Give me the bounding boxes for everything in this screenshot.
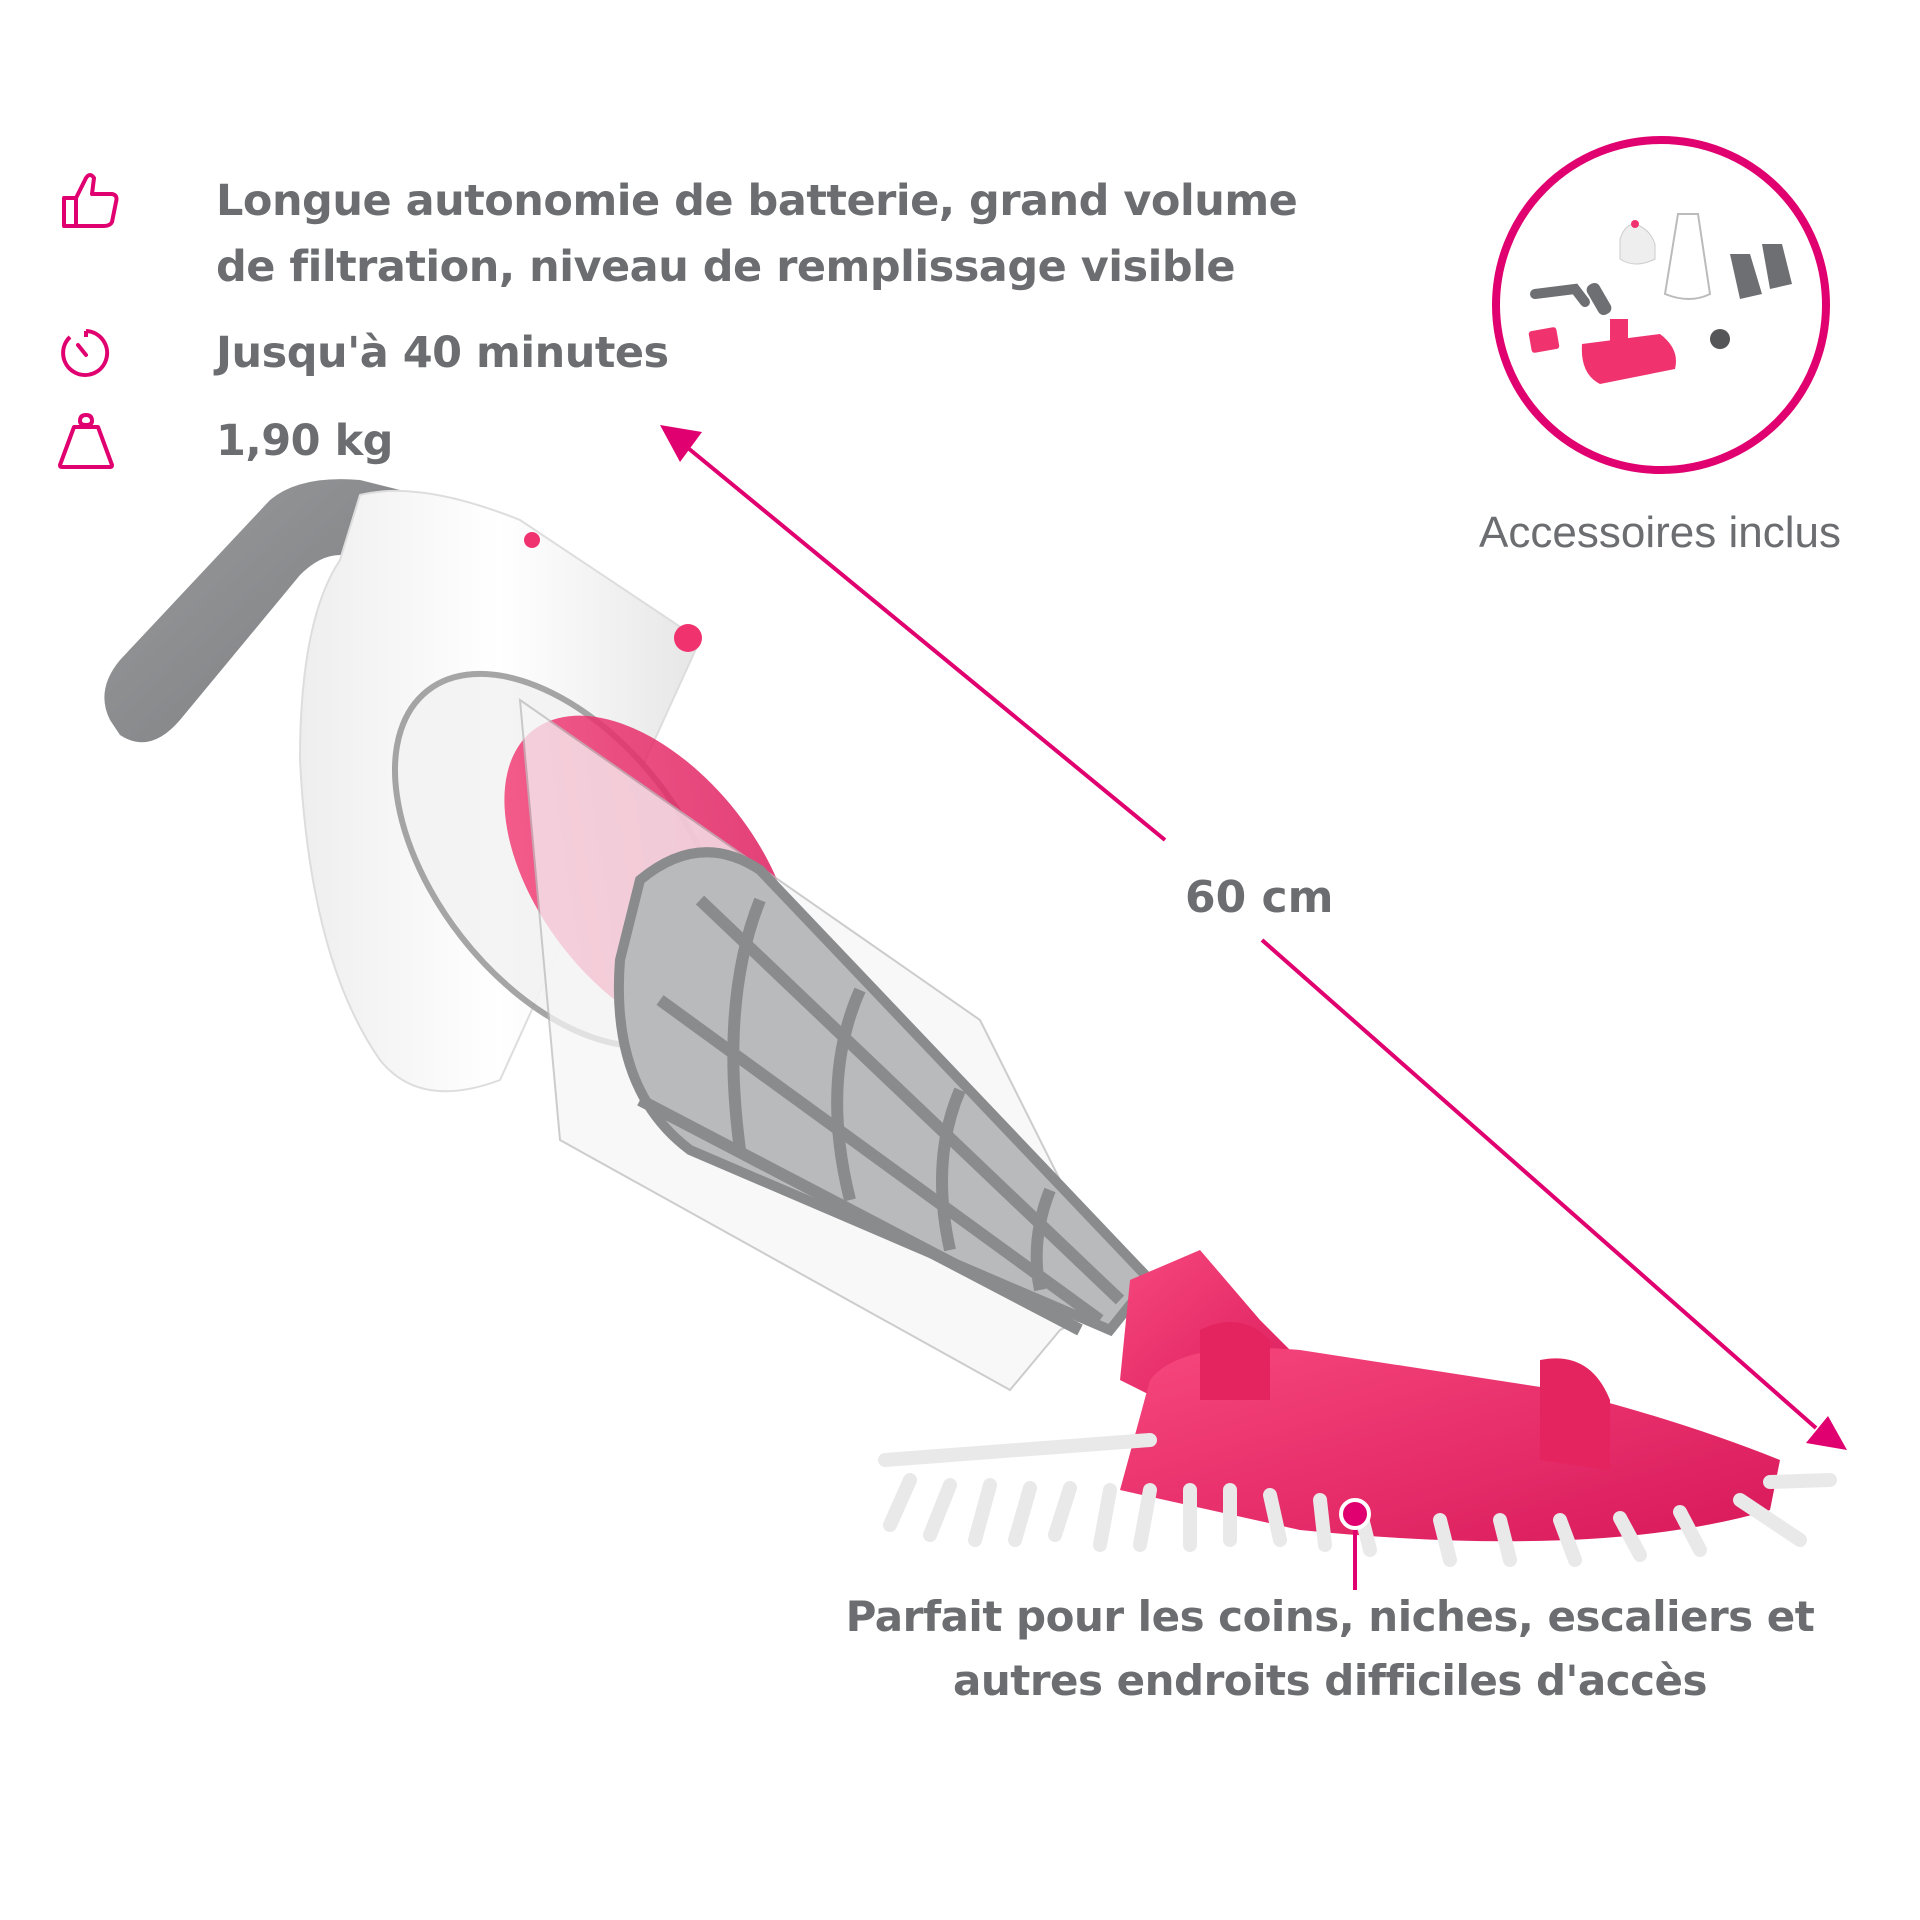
callout-line2: autres endroits difficiles d'accès	[953, 1656, 1708, 1705]
accessories-image	[1492, 136, 1830, 474]
accessories-illustration	[1528, 213, 1792, 384]
timer-icon	[61, 329, 110, 377]
feature-text-line2: de filtration, niveau de remplissage vis…	[216, 242, 1236, 292]
callout-dot-icon	[1339, 1498, 1371, 1530]
accessories-label: Accessoires inclus	[1479, 508, 1841, 557]
feature-runtime-text: Jusqu'à 40 minutes	[216, 328, 669, 378]
weight-icon	[58, 412, 114, 469]
feature-weight: 1,90 kg	[56, 408, 393, 474]
length-dimension-label: 60 cm	[1185, 872, 1334, 923]
feature-text-line1: Longue autonomie de batterie, grand volu…	[216, 176, 1298, 226]
feature-runtime: Jusqu'à 40 minutes	[56, 320, 669, 386]
feature-weight-text: 1,90 kg	[216, 416, 393, 466]
arrow-head-end-icon	[1806, 1416, 1847, 1450]
callout-line1: Parfait pour les coins, niches, escalier…	[845, 1592, 1815, 1641]
arrow-head-start-icon	[660, 425, 702, 462]
brush-callout-caption: Parfait pour les coins, niches, escalier…	[800, 1585, 1860, 1713]
feature-battery: Longue autonomie de batterie, grand volu…	[56, 168, 1298, 300]
thumbs-up-icon	[62, 173, 119, 228]
